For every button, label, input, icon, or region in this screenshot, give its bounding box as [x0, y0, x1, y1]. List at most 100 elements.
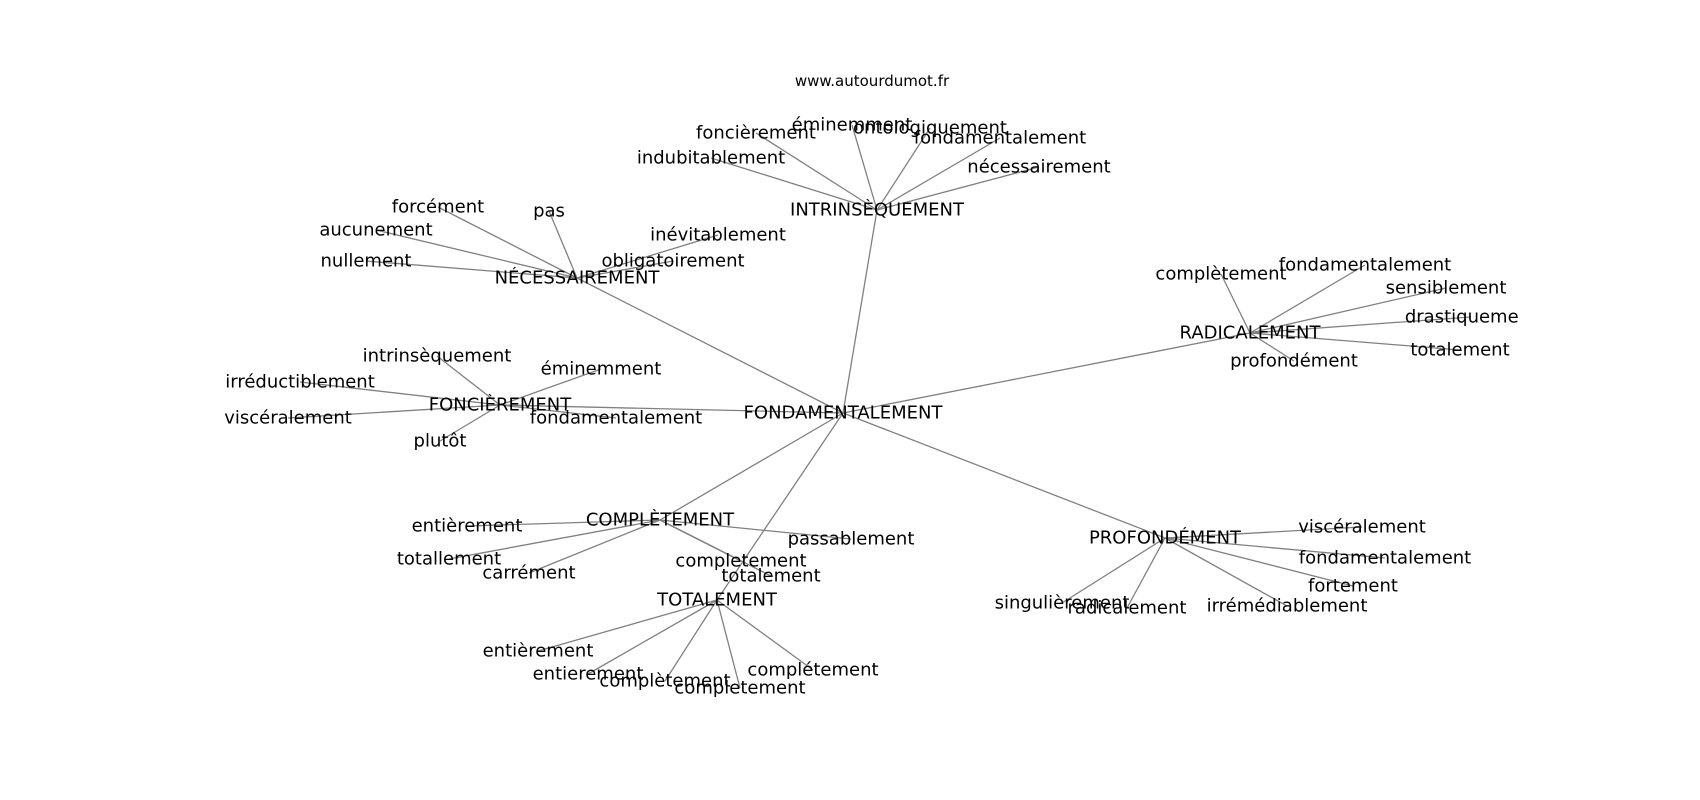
edge-com-com6: [659, 519, 772, 577]
edge-pro-pro5: [1126, 537, 1166, 609]
node-label-fon3: viscéralement: [224, 408, 352, 429]
node-label-fon6: fondamentalement: [530, 408, 702, 429]
node-label-int3: ontologiquement: [853, 118, 1007, 139]
node-label-pro: PROFONDÉMENT: [1089, 527, 1242, 549]
edge-int-int1: [755, 132, 878, 211]
node-label-tot3: complètement: [599, 671, 730, 692]
node-label-com5: completement: [675, 551, 806, 572]
edge-tot-tot1: [537, 599, 718, 652]
node-label-nec: NÉCESSAIREMENT: [495, 267, 661, 289]
edge-root-com: [659, 412, 844, 521]
edge-com-com2: [448, 519, 661, 560]
node-label-root: FONDAMENTALEMENT: [744, 403, 944, 424]
node-label-pro6: singulièrement: [995, 593, 1130, 614]
edge-int-int3: [876, 127, 931, 211]
edge-pro-pro3: [1164, 537, 1354, 587]
node-label-rad6: profondément: [1230, 351, 1358, 372]
node-label-rad5: totalement: [1410, 340, 1509, 361]
edge-tot-tot5: [716, 599, 814, 671]
edge-root-tot: [716, 412, 844, 601]
edge-root-rad: [842, 332, 1251, 414]
node-label-int: INTRINSÈQUEMENT: [790, 199, 965, 221]
edge-pro-pro2: [1164, 537, 1386, 559]
node-label-nec1: forcément: [392, 197, 484, 218]
edge-nec-nec2: [548, 210, 578, 279]
node-label-tot1: entièrement: [483, 641, 594, 662]
node-label-tot4: completement: [674, 678, 805, 699]
node-label-nec6: obligatoirement: [601, 251, 744, 272]
edge-fon-fon1: [436, 355, 501, 406]
labels: FONDAMENTALEMENT INTRINSÈQUEMENT NÉCESSAIR…: [224, 115, 1537, 699]
edge-pro-pro4: [1164, 537, 1288, 607]
node-label-fon: FONCIÈREMENT: [429, 394, 572, 416]
node-label-rad4: drastiquement: [1405, 307, 1537, 328]
edges: [287, 124, 1472, 689]
edge-int-int5: [876, 166, 1040, 211]
edge-int-int6: [710, 157, 878, 211]
edge-com-com3: [528, 519, 661, 574]
node-label-nec2: pas: [533, 201, 565, 222]
edge-nec-nec5: [576, 234, 719, 279]
edge-rad-rad5: [1249, 332, 1461, 351]
node-label-rad1: complètement: [1155, 264, 1286, 285]
node-label-rad: RADICALEMENT: [1180, 323, 1322, 344]
edge-tot-tot3: [664, 599, 718, 682]
edge-pro-pro1: [1164, 526, 1363, 539]
node-label-int4: fondamentalement: [914, 128, 1086, 149]
edge-rad-rad3: [1249, 287, 1447, 334]
node-label-fon1: intrinsèquement: [363, 346, 512, 367]
node-label-com1: entièrement: [412, 516, 523, 537]
edge-root-int: [842, 209, 878, 414]
edge-rad-rad2: [1249, 264, 1366, 334]
edge-fon-fon3: [287, 404, 501, 419]
node-label-pro2: fondamentalement: [1299, 548, 1471, 569]
edge-fon-fon5: [499, 368, 602, 406]
node-label-fon5: éminemment: [541, 359, 662, 380]
node-label-nec5: inévitablement: [650, 225, 786, 246]
node-label-nec4: nullement: [321, 251, 412, 272]
watermark: www.autourdumot.fr: [795, 72, 950, 90]
edge-root-pro: [842, 412, 1166, 539]
node-label-tot5: complétement: [747, 660, 878, 681]
edge-root-nec: [576, 277, 844, 414]
node-label-com4: passablement: [788, 529, 915, 550]
edge-com-com1: [466, 519, 661, 527]
edge-rad-rad6: [1249, 332, 1295, 362]
edge-com-com4: [659, 519, 852, 540]
edge-fon-fon4: [439, 404, 501, 442]
node-label-rad2: fondamentalement: [1279, 255, 1451, 276]
edge-nec-nec3: [375, 229, 578, 279]
edge-nec-nec1: [437, 206, 578, 279]
edge-tot-tot4: [716, 599, 741, 689]
node-label-com3: carrément: [482, 563, 575, 584]
edge-tot-tot2: [587, 599, 718, 675]
node-label-pro4: irrémédiablement: [1207, 596, 1368, 617]
node-label-int2: éminemment: [792, 115, 913, 136]
edge-nec-nec4: [365, 260, 578, 279]
node-label-com: COMPLÈTEMENT: [586, 509, 735, 531]
edge-pro-pro6: [1061, 537, 1166, 604]
node-label-tot2: entierement: [533, 664, 644, 685]
edge-fon-fon2: [299, 381, 501, 406]
node-label-fon2: irréductiblement: [225, 372, 375, 393]
node-label-nec3: aucunement: [319, 220, 432, 241]
node-label-int1: foncièrement: [696, 123, 816, 144]
node-label-pro1: viscéralement: [1298, 517, 1426, 538]
edge-root-fon: [499, 404, 844, 414]
node-label-tot: TOTALEMENT: [656, 590, 778, 611]
node-label-int5: nécessairement: [967, 157, 1110, 178]
node-label-int6: indubitablement: [637, 148, 785, 169]
edge-rad-rad4: [1249, 316, 1472, 334]
node-label-fon4: plutôt: [414, 431, 467, 452]
edge-nec-nec6: [576, 260, 674, 279]
edge-fon-fon6: [499, 404, 617, 419]
edge-rad-rad1: [1220, 273, 1251, 334]
node-label-pro3: fortement: [1308, 576, 1398, 597]
node-label-com6: totalement: [721, 566, 820, 587]
node-label-rad3: sensiblement: [1386, 278, 1507, 299]
node-label-pro5: radicalement: [1068, 598, 1187, 619]
edge-int-int4: [876, 137, 1001, 211]
node-label-com2: totallement: [397, 549, 501, 570]
edge-int-int2: [851, 124, 878, 211]
